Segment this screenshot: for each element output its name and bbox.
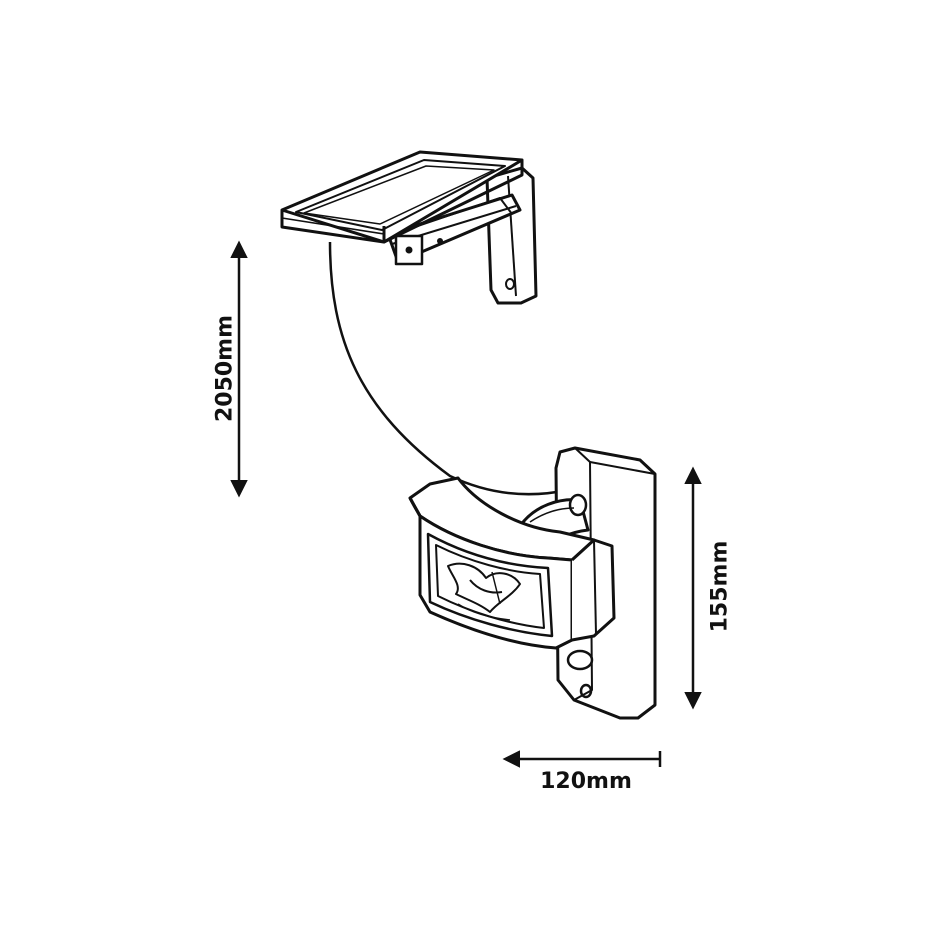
solar-bracket-screw <box>505 278 515 290</box>
solar-panel <box>280 150 538 305</box>
lamp-wall-plate-screw <box>579 683 593 699</box>
dimension-label-cable-length: 2050mm <box>212 314 238 423</box>
lamp-pivot-knob <box>566 649 594 671</box>
lamp-unit <box>408 446 657 720</box>
lamp-lens <box>426 532 554 638</box>
connecting-cable <box>328 241 569 496</box>
dimension-label-lamp-height: 155mm <box>707 540 733 633</box>
lamp-lens-pattern <box>447 562 521 613</box>
dimension-label-lamp-width: 120mm <box>540 769 632 794</box>
